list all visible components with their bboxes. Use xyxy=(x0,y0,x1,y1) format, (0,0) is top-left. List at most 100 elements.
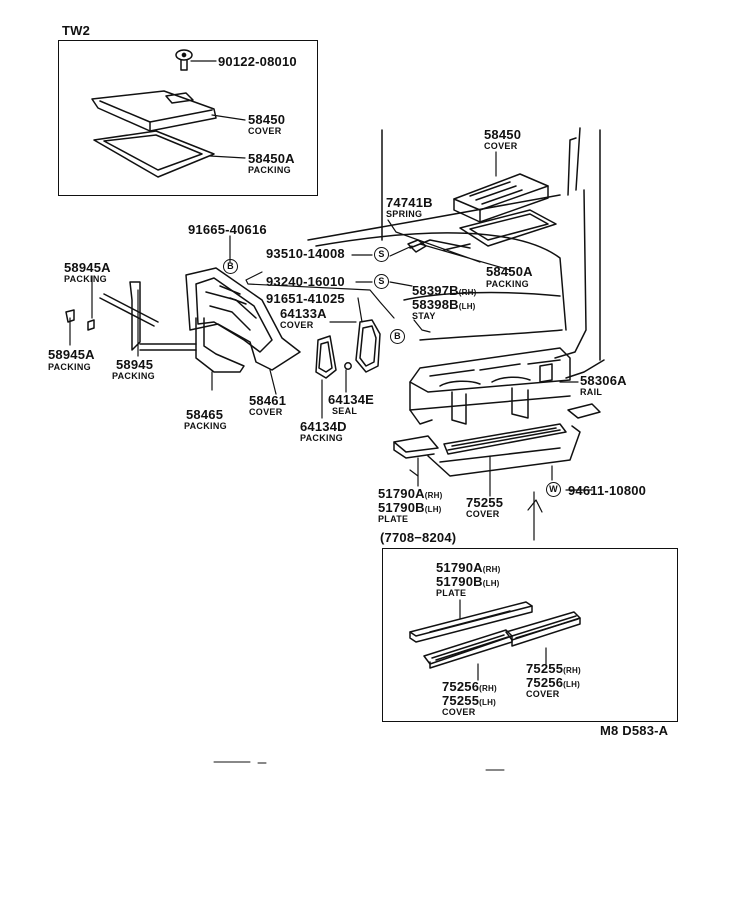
part-number-75255-rh-inset: 75255(RH) xyxy=(526,662,581,675)
part-name-75256-lh-inset: COVER xyxy=(526,689,560,699)
part-number-51790b-text: 51790B xyxy=(378,500,425,515)
bolt-symbol-icon: B xyxy=(223,259,238,274)
screw-symbol-letter: S xyxy=(378,249,385,259)
inset-leader-lines xyxy=(459,599,547,681)
part-name-51790b-inset: PLATE xyxy=(436,588,467,598)
side-packing-drawing xyxy=(139,317,245,373)
part-suffix-75256-rh: (RH) xyxy=(479,684,497,693)
part-number-58450a-main: 58450A xyxy=(486,264,533,279)
leader-lines xyxy=(69,151,593,541)
part-number-91665: 91665-40616 xyxy=(188,222,267,237)
part-name-58450a-main: PACKING xyxy=(486,279,529,289)
part-name-64134d: PACKING xyxy=(300,433,343,443)
part-name-74741b: SPRING xyxy=(386,209,423,219)
part-number-58398b-text: 58398B xyxy=(412,297,459,312)
part-number-58945: 58945 xyxy=(116,357,154,372)
scan-marks xyxy=(213,761,505,771)
part-name-58461: COVER xyxy=(249,407,283,417)
part-number-64134d: 64134D xyxy=(300,419,347,434)
part-suffix-51790a: (RH) xyxy=(424,491,443,500)
part-suffix-51790b-inset: (LH) xyxy=(482,579,500,588)
part-name-58465: PACKING xyxy=(184,421,227,431)
lamp-cover-drawing xyxy=(315,319,381,379)
part-number-51790b-inset: 51790B(LH) xyxy=(436,575,500,588)
part-number-51790b-inset-text: 51790B xyxy=(436,574,483,589)
screw-symbol-icon: S xyxy=(374,274,389,289)
part-number-64133a: 64133A xyxy=(280,306,327,321)
screw-symbol-icon: S xyxy=(374,247,389,262)
part-name-51790b: PLATE xyxy=(378,514,409,524)
part-number-93240: 93240-16010 xyxy=(266,274,345,289)
part-number-58450-tw2: 58450 xyxy=(248,112,286,127)
part-number-58465: 58465 xyxy=(186,407,224,422)
tw2-leader-lines xyxy=(190,60,246,159)
step-cover-drawing xyxy=(443,423,567,455)
tw2-packing-drawing xyxy=(93,130,215,178)
part-number-75255-rh-text: 75255 xyxy=(526,661,564,676)
part-name-58945: PACKING xyxy=(112,371,155,381)
part-suffix-75256-lh: (LH) xyxy=(563,680,580,689)
roof-packing-drawing xyxy=(459,209,557,247)
part-number-90122: 90122-08010 xyxy=(218,54,297,69)
rear-rail-drawing xyxy=(409,347,571,425)
figure-code: M8 D583-A xyxy=(600,723,669,738)
part-suffix-58398b: (LH) xyxy=(458,302,476,311)
part-number-64134e: 64134E xyxy=(328,392,375,407)
washer-symbol-letter: W xyxy=(549,484,558,494)
inset-plate-drawing xyxy=(409,601,533,643)
part-name-58945a-top: PACKING xyxy=(64,274,107,284)
part-number-75255-lh-text: 75255 xyxy=(442,693,480,708)
part-name-58945a-bottom: PACKING xyxy=(48,362,91,372)
part-name-58306a: RAIL xyxy=(580,387,603,397)
wing-bolt-icon xyxy=(175,49,193,71)
part-number-75256-rh-inset: 75256(RH) xyxy=(442,680,497,693)
part-suffix-51790b: (LH) xyxy=(424,505,442,514)
rear-body-outline xyxy=(307,127,605,379)
part-number-75255-lh-inset: 75255(LH) xyxy=(442,694,496,707)
strip-packing-drawing xyxy=(65,281,159,351)
part-number-75256-lh-text: 75256 xyxy=(526,675,564,690)
part-number-58397b: 58397B(RH) xyxy=(412,284,476,297)
part-number-58398b: 58398B(LH) xyxy=(412,298,476,311)
part-number-58945a-bottom: 58945A xyxy=(48,347,95,362)
part-name-75255: COVER xyxy=(466,509,500,519)
bolt-symbol-letter: B xyxy=(227,261,234,271)
part-name-58450-tw2: COVER xyxy=(248,126,282,136)
part-number-74741b: 74741B xyxy=(386,195,433,210)
part-number-58461: 58461 xyxy=(249,393,287,408)
bolt-symbol-letter: B xyxy=(394,331,401,341)
part-number-51790a-text: 51790A xyxy=(378,486,425,501)
part-number-93510: 93510-14008 xyxy=(266,246,345,261)
part-name-75255-lh-inset: COVER xyxy=(442,707,476,717)
washer-symbol-icon: W xyxy=(546,482,561,497)
part-number-75256-lh-inset: 75256(LH) xyxy=(526,676,580,689)
part-name-58450a-tw2: PACKING xyxy=(248,165,291,175)
period-label: (7708−8204) xyxy=(380,530,457,545)
roof-cover-drawing xyxy=(453,173,549,223)
part-number-94611: 94611-10800 xyxy=(568,483,647,498)
part-number-58945a-top: 58945A xyxy=(64,260,111,275)
screw-symbol-letter: S xyxy=(378,276,385,286)
tw2-inset-box xyxy=(58,40,318,196)
inset-cover-lh-drawing xyxy=(505,611,581,647)
part-name-64134e: SEAL xyxy=(332,406,358,416)
part-name-58398b: STAY xyxy=(412,311,436,321)
period-inset-box xyxy=(382,548,678,722)
step-plate-drawing xyxy=(393,403,601,477)
part-suffix-51790a-inset: (RH) xyxy=(482,565,501,574)
part-suffix-58397b: (RH) xyxy=(458,288,477,297)
part-number-51790a-inset-text: 51790A xyxy=(436,560,483,575)
bolt-symbol-icon: B xyxy=(390,329,405,344)
part-number-58397b-text: 58397B xyxy=(412,283,459,298)
part-number-75255: 75255 xyxy=(466,495,504,510)
part-number-91651: 91651-41025 xyxy=(266,291,345,306)
part-name-64133a: COVER xyxy=(280,320,314,330)
tw2-cover-drawing xyxy=(91,90,217,132)
part-number-75256-rh-text: 75256 xyxy=(442,679,480,694)
part-number-51790a: 51790A(RH) xyxy=(378,487,442,500)
part-suffix-75255-lh: (LH) xyxy=(479,698,496,707)
part-number-58306a: 58306A xyxy=(580,373,627,388)
part-number-58450-main: 58450 xyxy=(484,127,522,142)
part-number-51790a-inset: 51790A(RH) xyxy=(436,561,500,574)
